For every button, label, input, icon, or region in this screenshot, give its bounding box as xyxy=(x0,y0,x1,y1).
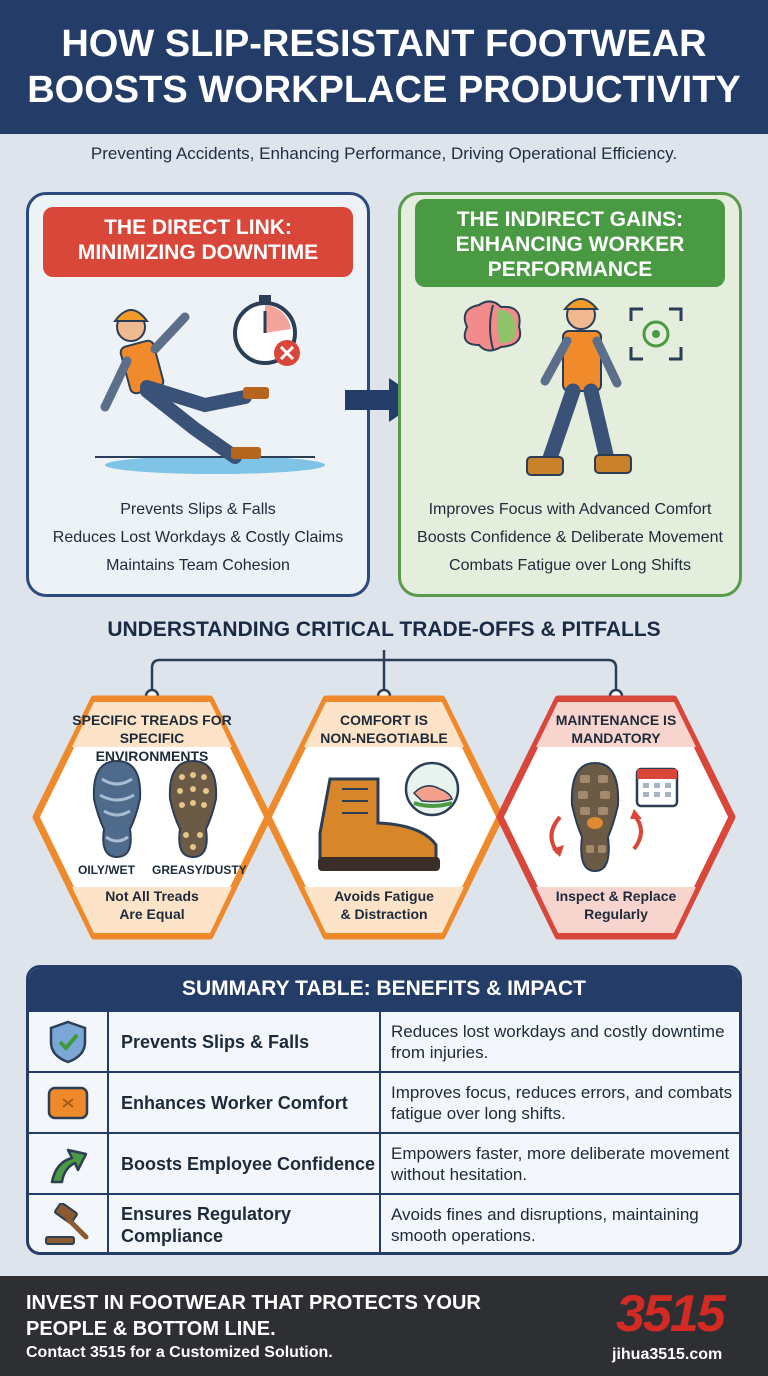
page-title-line2: BOOSTS WORKPLACE PRODUCTIVITY xyxy=(27,69,741,111)
direct-point: Prevents Slips & Falls xyxy=(120,501,276,518)
indirect-gains-title: THE INDIRECT GAINS: ENHANCING WORKER PER… xyxy=(415,199,725,287)
footer-cta: INVEST IN FOOTWEAR THAT PROTECTS YOUR PE… xyxy=(26,1292,481,1340)
indirect-gains-points: Improves Focus with Advanced Comfort Boo… xyxy=(401,496,739,580)
direct-point: Maintains Team Cohesion xyxy=(106,557,290,574)
calendar-icon xyxy=(635,767,679,808)
benefit-cell: Boosts Employee Confidence xyxy=(109,1134,381,1193)
summary-table: SUMMARY TABLE: BENEFITS & IMPACT Prevent… xyxy=(26,965,742,1255)
worn-sole-icon xyxy=(570,761,620,873)
tradeoff-comfort: COMFORT IS NON-NEGOTIABLE Avoids Fatigue… xyxy=(264,695,504,940)
indirect-point: Boosts Confidence & Deliberate Movement xyxy=(417,529,723,546)
oily-wet-tread-icon xyxy=(92,759,142,859)
benefit-cell: Prevents Slips & Falls xyxy=(109,1012,381,1071)
arrow-up-icon xyxy=(50,1148,88,1183)
shield-check-icon xyxy=(49,1020,87,1063)
direct-link-points: Prevents Slips & Falls Reduces Lost Work… xyxy=(29,496,367,580)
page-title-line1: HOW SLIP-RESISTANT FOOTWEAR xyxy=(61,23,707,65)
footer-contact: Contact 3515 for a Customized Solution. xyxy=(26,1344,333,1361)
benefit-cell: Enhances Worker Comfort xyxy=(109,1073,381,1132)
greasy-dusty-tread-icon xyxy=(168,759,218,859)
work-boot-icon xyxy=(318,777,440,871)
table-row: Boosts Employee Confidence Empowers fast… xyxy=(29,1132,739,1193)
oily-wet-label: OILY/WET xyxy=(78,863,135,877)
rotate-arrows-icon xyxy=(549,809,643,857)
page-header: HOW SLIP-RESISTANT FOOTWEAR BOOSTS WORKP… xyxy=(0,0,768,134)
tradeoff-treads: SPECIFIC TREADS FOR SPECIFIC ENVIRONMENT… xyxy=(32,695,272,940)
indirect-point: Combats Fatigue over Long Shifts xyxy=(449,557,691,574)
page-subtitle: Preventing Accidents, Enhancing Performa… xyxy=(90,144,678,163)
website-link[interactable]: jihua3515.com xyxy=(612,1346,723,1363)
slipping-worker-illustration xyxy=(95,309,325,474)
footer: INVEST IN FOOTWEAR THAT PROTECTS YOUR PE… xyxy=(0,1276,768,1376)
target-focus-icon xyxy=(629,307,683,361)
indirect-gains-panel: THE INDIRECT GAINS: ENHANCING WORKER PER… xyxy=(398,192,742,597)
table-row: Enhances Worker Comfort Improves focus, … xyxy=(29,1071,739,1132)
impact-cell: Empowers faster, more deliberate movemen… xyxy=(391,1143,730,1184)
gavel-icon xyxy=(45,1202,89,1245)
table-row: Ensures Regulatory Compliance Avoids fin… xyxy=(29,1193,739,1252)
tradeoff-maintenance: MAINTENANCE IS MANDATORY Inspect & Repla… xyxy=(496,695,736,940)
indirect-point: Improves Focus with Advanced Comfort xyxy=(428,501,712,518)
impact-cell: Avoids fines and disruptions, maintainin… xyxy=(391,1204,699,1245)
impact-cell: Improves focus, reduces errors, and comb… xyxy=(391,1082,733,1123)
impact-cell: Reduces lost workdays and costly downtim… xyxy=(391,1021,725,1062)
table-row: Prevents Slips & Falls Reduces lost work… xyxy=(29,1010,739,1071)
direct-point: Reduces Lost Workdays & Costly Claims xyxy=(52,529,344,546)
cushion-icon xyxy=(47,1086,89,1119)
tradeoffs-connector xyxy=(144,650,624,700)
insole-bubble-icon xyxy=(404,761,460,817)
benefit-cell: Ensures Regulatory Compliance xyxy=(109,1195,381,1252)
greasy-dusty-label: GREASY/DUSTY xyxy=(152,863,247,877)
tradeoffs-title: UNDERSTANDING CRITICAL TRADE-OFFS & PITF… xyxy=(107,618,661,641)
walking-worker-illustration xyxy=(526,298,632,476)
direct-link-title: THE DIRECT LINK: MINIMIZING DOWNTIME xyxy=(43,207,353,277)
brain-icon xyxy=(463,300,522,352)
stopwatch-icon xyxy=(233,295,300,366)
brand-logo: 3515 xyxy=(616,1285,726,1343)
summary-table-title: SUMMARY TABLE: BENEFITS & IMPACT xyxy=(29,968,739,1010)
direct-link-panel: THE DIRECT LINK: MINIMIZING DOWNTIME Pre… xyxy=(26,192,370,597)
